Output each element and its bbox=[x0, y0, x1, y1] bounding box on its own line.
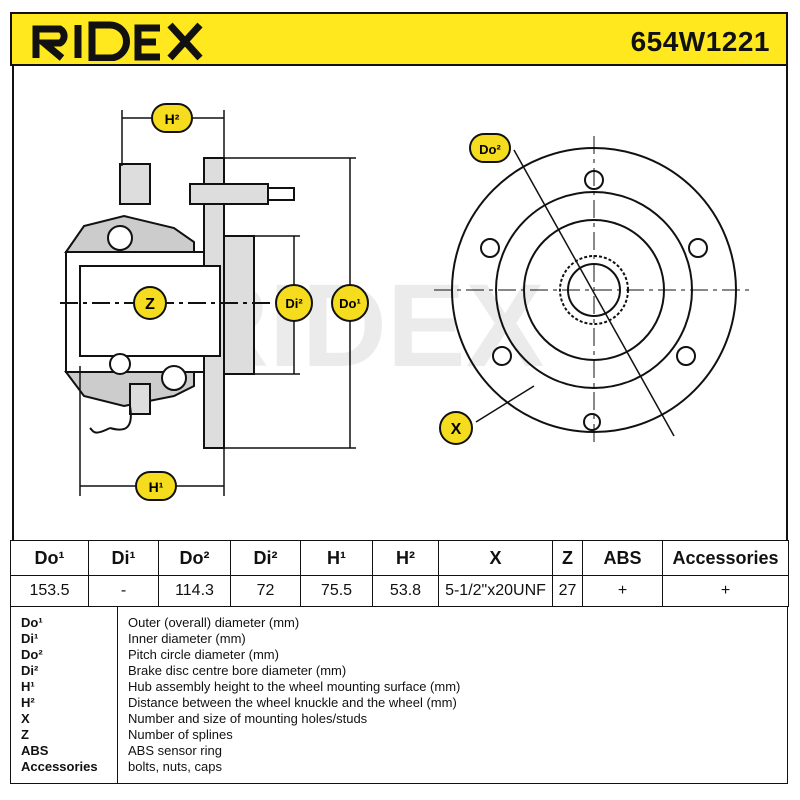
legend-text: Pitch circle diameter (mm) bbox=[128, 647, 279, 662]
label-h2: H² bbox=[151, 103, 193, 133]
svg-text:Di²: Di² bbox=[285, 296, 303, 311]
legend-text: Hub assembly height to the wheel mountin… bbox=[128, 679, 461, 694]
legend-text: Number of splines bbox=[128, 727, 233, 742]
spec-value: 27 bbox=[552, 575, 583, 607]
spec-header: Z bbox=[552, 540, 583, 576]
legend-text: Outer (overall) diameter (mm) bbox=[128, 615, 300, 630]
label-z: Z bbox=[133, 286, 167, 320]
spec-header: H¹ bbox=[300, 540, 373, 576]
spec-value: 72 bbox=[230, 575, 301, 607]
callout-labels: H² H¹ Z Di² Do¹ bbox=[133, 103, 511, 501]
legend-text: Distance between the wheel knuckle and t… bbox=[128, 695, 457, 710]
label-di2: Di² bbox=[275, 284, 313, 322]
spec-value: 5-1/2"x20UNF bbox=[438, 575, 553, 607]
ridex-logo bbox=[32, 21, 203, 61]
spec-header: Di¹ bbox=[88, 540, 159, 576]
legend-text: Brake disc centre bore diameter (mm) bbox=[128, 663, 347, 678]
spec-header: Do¹ bbox=[10, 540, 89, 576]
label-x: X bbox=[439, 411, 473, 445]
spec-value: + bbox=[662, 575, 789, 607]
abs-sensor-cable bbox=[89, 405, 132, 434]
spec-header: ABS bbox=[582, 540, 663, 576]
spec-header: Do² bbox=[158, 540, 231, 576]
hub-front-view bbox=[434, 136, 754, 446]
label-do2: Do² bbox=[469, 133, 511, 163]
legend-text: Number and size of mounting holes/studs bbox=[128, 711, 368, 726]
spec-table: Do¹ Di¹ Do² Di² H¹ H² X Z ABS Accessorie… bbox=[10, 540, 789, 607]
hub-section-view bbox=[60, 157, 295, 449]
spec-value-row: 153.5 - 114.3 72 75.5 53.8 5-1/2"x20UNF … bbox=[10, 575, 789, 607]
legend-table: Do¹ Di¹ Do² Di² H¹ H² X Z ABS Accessorie… bbox=[10, 606, 788, 784]
part-number: 654W1221 bbox=[630, 26, 770, 57]
legend-key: ABS bbox=[21, 743, 49, 758]
spec-header: X bbox=[438, 540, 553, 576]
spec-value: + bbox=[582, 575, 663, 607]
legend-text: bolts, nuts, caps bbox=[128, 759, 222, 774]
legend-text: Inner diameter (mm) bbox=[128, 631, 246, 646]
svg-text:X: X bbox=[451, 421, 462, 438]
svg-text:H¹: H¹ bbox=[149, 479, 164, 495]
spec-value: - bbox=[88, 575, 159, 607]
legend-key: H¹ bbox=[21, 679, 35, 694]
legend-key: X bbox=[21, 711, 30, 726]
spec-value: 75.5 bbox=[300, 575, 373, 607]
spec-header: Di² bbox=[230, 540, 301, 576]
spec-value: 114.3 bbox=[158, 575, 231, 607]
svg-text:Z: Z bbox=[145, 296, 155, 313]
label-h1: H¹ bbox=[135, 471, 177, 501]
technical-drawing: RIDEX bbox=[12, 66, 788, 540]
hub-diagram: RIDEX bbox=[60, 103, 754, 501]
legend-key: Z bbox=[21, 727, 29, 742]
header-bar: 654W1221 bbox=[10, 12, 788, 66]
spec-header: Accessories bbox=[662, 540, 789, 576]
legend-values: Outer (overall) diameter (mm) Inner diam… bbox=[117, 606, 788, 784]
svg-text:Do¹: Do¹ bbox=[339, 296, 361, 311]
legend-key: Do¹ bbox=[21, 615, 43, 630]
svg-text:H²: H² bbox=[165, 111, 180, 127]
legend-text: ABS sensor ring bbox=[128, 743, 222, 758]
spec-header: H² bbox=[372, 540, 439, 576]
legend-key: Accessories bbox=[21, 759, 98, 774]
legend-keys: Do¹ Di¹ Do² Di² H¹ H² X Z ABS Accessorie… bbox=[10, 606, 118, 784]
legend-key: Di¹ bbox=[21, 631, 39, 646]
spec-header-row: Do¹ Di¹ Do² Di² H¹ H² X Z ABS Accessorie… bbox=[10, 540, 789, 576]
spec-value: 53.8 bbox=[372, 575, 439, 607]
legend-key: H² bbox=[21, 695, 35, 710]
label-do1: Do¹ bbox=[331, 284, 369, 322]
legend-key: Do² bbox=[21, 647, 43, 662]
spec-value: 153.5 bbox=[10, 575, 89, 607]
legend-key: Di² bbox=[21, 663, 39, 678]
svg-text:Do²: Do² bbox=[479, 142, 501, 157]
